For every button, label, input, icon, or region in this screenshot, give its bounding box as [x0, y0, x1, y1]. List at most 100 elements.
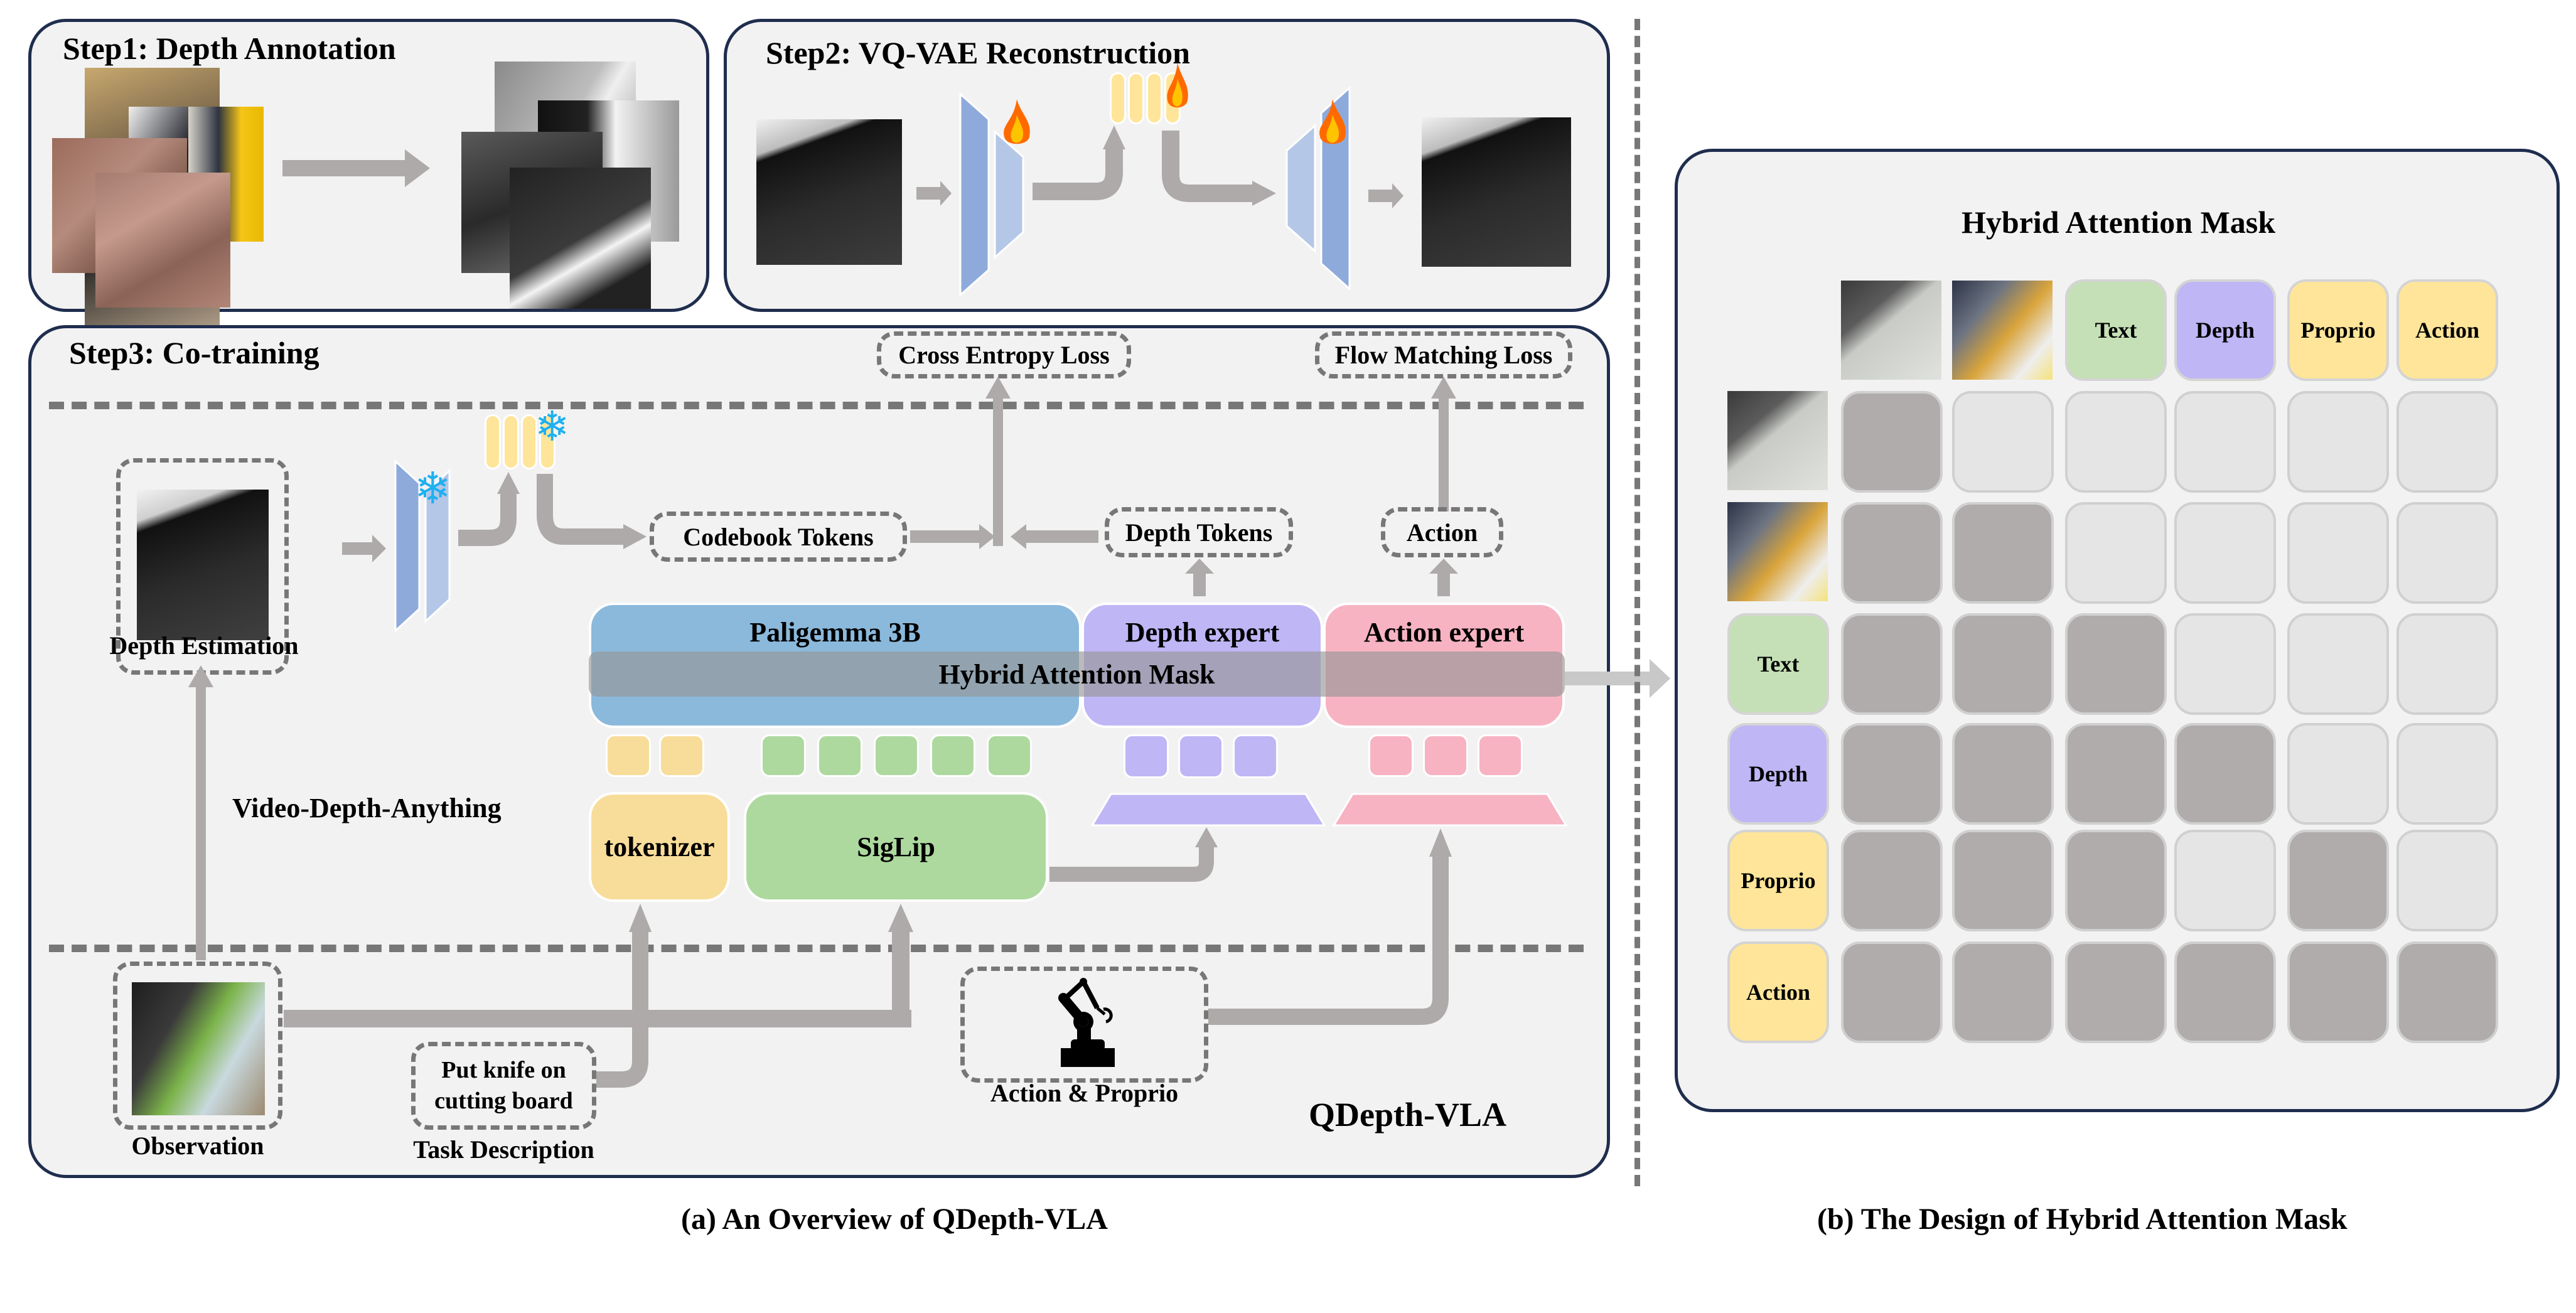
task-text-line1: Put knife on	[441, 1056, 566, 1083]
arrow-depthtokens-to-loss	[1011, 524, 1098, 549]
text-token	[659, 734, 704, 777]
action-output-box: Action	[1381, 507, 1503, 557]
arrow-task-to-tokenizer	[596, 904, 652, 1088]
mask-cell-1-5	[2396, 502, 2498, 604]
frozen-codebook-token	[503, 414, 519, 469]
row-header-text-label: Text	[1757, 651, 1800, 677]
arrow-depth-to-encoder	[342, 535, 386, 562]
rgb-frame-5	[95, 173, 230, 308]
row-header-image-2	[1727, 502, 1828, 601]
mask-cell-3-5	[2396, 723, 2498, 825]
mask-cell-3-2	[2065, 723, 2167, 825]
lower-divider	[49, 945, 1584, 952]
action-token	[1478, 734, 1523, 777]
mask-cell-1-4	[2287, 502, 2389, 604]
col-header-image-2	[1952, 281, 2053, 380]
reconstructed-depth-image	[1422, 117, 1571, 267]
mask-cell-5-2	[2065, 941, 2167, 1043]
action-proprio-label: Action & Proprio	[990, 1079, 1179, 1107]
frozen-codebook-token	[485, 414, 501, 469]
row-header-depth-label: Depth	[1748, 761, 1808, 786]
row-header-text: Text	[1727, 613, 1829, 715]
mask-cell-2-1	[1952, 613, 2054, 715]
estimated-depth-image	[137, 490, 269, 640]
fire-icon	[1004, 99, 1030, 144]
video-depth-anything-label: Video-Depth-Anything	[232, 793, 502, 823]
col-header-text: Text	[2065, 279, 2167, 381]
tokenizer-label: tokenizer	[604, 832, 715, 862]
mask-cell-0-0	[1841, 391, 1943, 493]
siglip-block: SigLip	[744, 792, 1048, 902]
depth-token	[1124, 734, 1169, 778]
col-header-depth-label: Depth	[2195, 318, 2255, 343]
action-token	[1368, 734, 1414, 777]
col-header-proprio-label: Proprio	[2300, 318, 2376, 343]
paligemma-label: Paligemma 3B	[749, 617, 921, 648]
col-header-depth: Depth	[2174, 279, 2276, 381]
depth-token	[1178, 734, 1223, 778]
image-token	[930, 734, 975, 777]
depth-frame-4	[510, 168, 651, 309]
col-header-proprio: Proprio	[2287, 279, 2389, 381]
model-name: QDepth-VLA	[1309, 1096, 1507, 1133]
mask-cell-1-3	[2174, 502, 2276, 604]
arrow-to-siglip-up	[888, 904, 913, 1026]
fire-icon	[1319, 99, 1346, 144]
mask-cell-0-1	[1952, 391, 2054, 493]
observation-label: Observation	[131, 1132, 264, 1160]
col-header-image-1	[1841, 281, 1941, 380]
step3-title: Step3: Co-training	[69, 335, 319, 370]
mask-cell-5-1	[1952, 941, 2054, 1043]
task-description-label: Task Description	[413, 1135, 594, 1164]
step2-arrow-to-decoder	[1162, 131, 1276, 206]
depth-token	[1233, 734, 1278, 778]
arrow-to-flow-matching	[1431, 377, 1456, 512]
mask-cell-1-1	[1952, 502, 2054, 604]
image-token	[817, 734, 862, 777]
action-projector	[1332, 793, 1568, 827]
arrow-encoder-to-codebook	[458, 472, 520, 546]
text-token	[606, 734, 651, 777]
frozen-codebook-token	[521, 414, 537, 469]
arrow-obs-to-depth	[188, 665, 213, 960]
mask-cell-0-4	[2287, 391, 2389, 493]
mask-cell-2-3	[2174, 613, 2276, 715]
step1-arrow	[282, 149, 430, 187]
mask-cell-4-3	[2174, 830, 2276, 931]
mask-cell-0-5	[2396, 391, 2498, 493]
mask-cell-5-4	[2287, 941, 2389, 1043]
step2-arrow-out	[1368, 183, 1403, 208]
arrow-action-expert-up	[1429, 559, 1458, 596]
frozen-vq-encoder	[394, 459, 451, 633]
step2-arrow-to-codebook	[1033, 126, 1125, 200]
arrow-proprio-to-action	[1208, 828, 1452, 1025]
input-depth-image	[756, 119, 902, 265]
depth-expert-label: Depth expert	[1125, 617, 1280, 648]
step2-arrow-in	[916, 181, 952, 206]
image-token	[987, 734, 1032, 777]
action-proprio-frame	[960, 967, 1208, 1083]
upper-divider	[49, 402, 1584, 409]
arrow-to-cross-entropy	[985, 377, 1011, 546]
mask-cell-3-3	[2174, 723, 2276, 825]
snowflake-icon: ❄	[535, 404, 570, 450]
arrow-to-mask-panel	[1565, 659, 1670, 698]
mask-cell-2-0	[1841, 613, 1943, 715]
col-header-action-label: Action	[2415, 318, 2479, 343]
tokenizer-block: tokenizer	[589, 792, 730, 902]
caption-b: (b) The Design of Hybrid Attention Mask	[1817, 1203, 2348, 1236]
task-text-line2: cutting board	[434, 1088, 573, 1114]
mask-cell-2-2	[2065, 613, 2167, 715]
mask-cell-4-4	[2287, 830, 2389, 931]
image-token	[761, 734, 806, 777]
mask-cell-0-2	[2065, 391, 2167, 493]
mask-cell-5-5	[2396, 941, 2498, 1043]
arrow-siglip-to-depth	[1049, 827, 1218, 882]
row-header-depth: Depth	[1727, 723, 1829, 825]
mask-cell-3-4	[2287, 723, 2389, 825]
cross-entropy-loss: Cross Entropy Loss	[877, 331, 1131, 378]
fire-icon	[1167, 63, 1188, 108]
mask-cell-5-0	[1841, 941, 1943, 1043]
codebook-token	[1146, 72, 1162, 124]
action-expert-label: Action expert	[1363, 617, 1525, 648]
